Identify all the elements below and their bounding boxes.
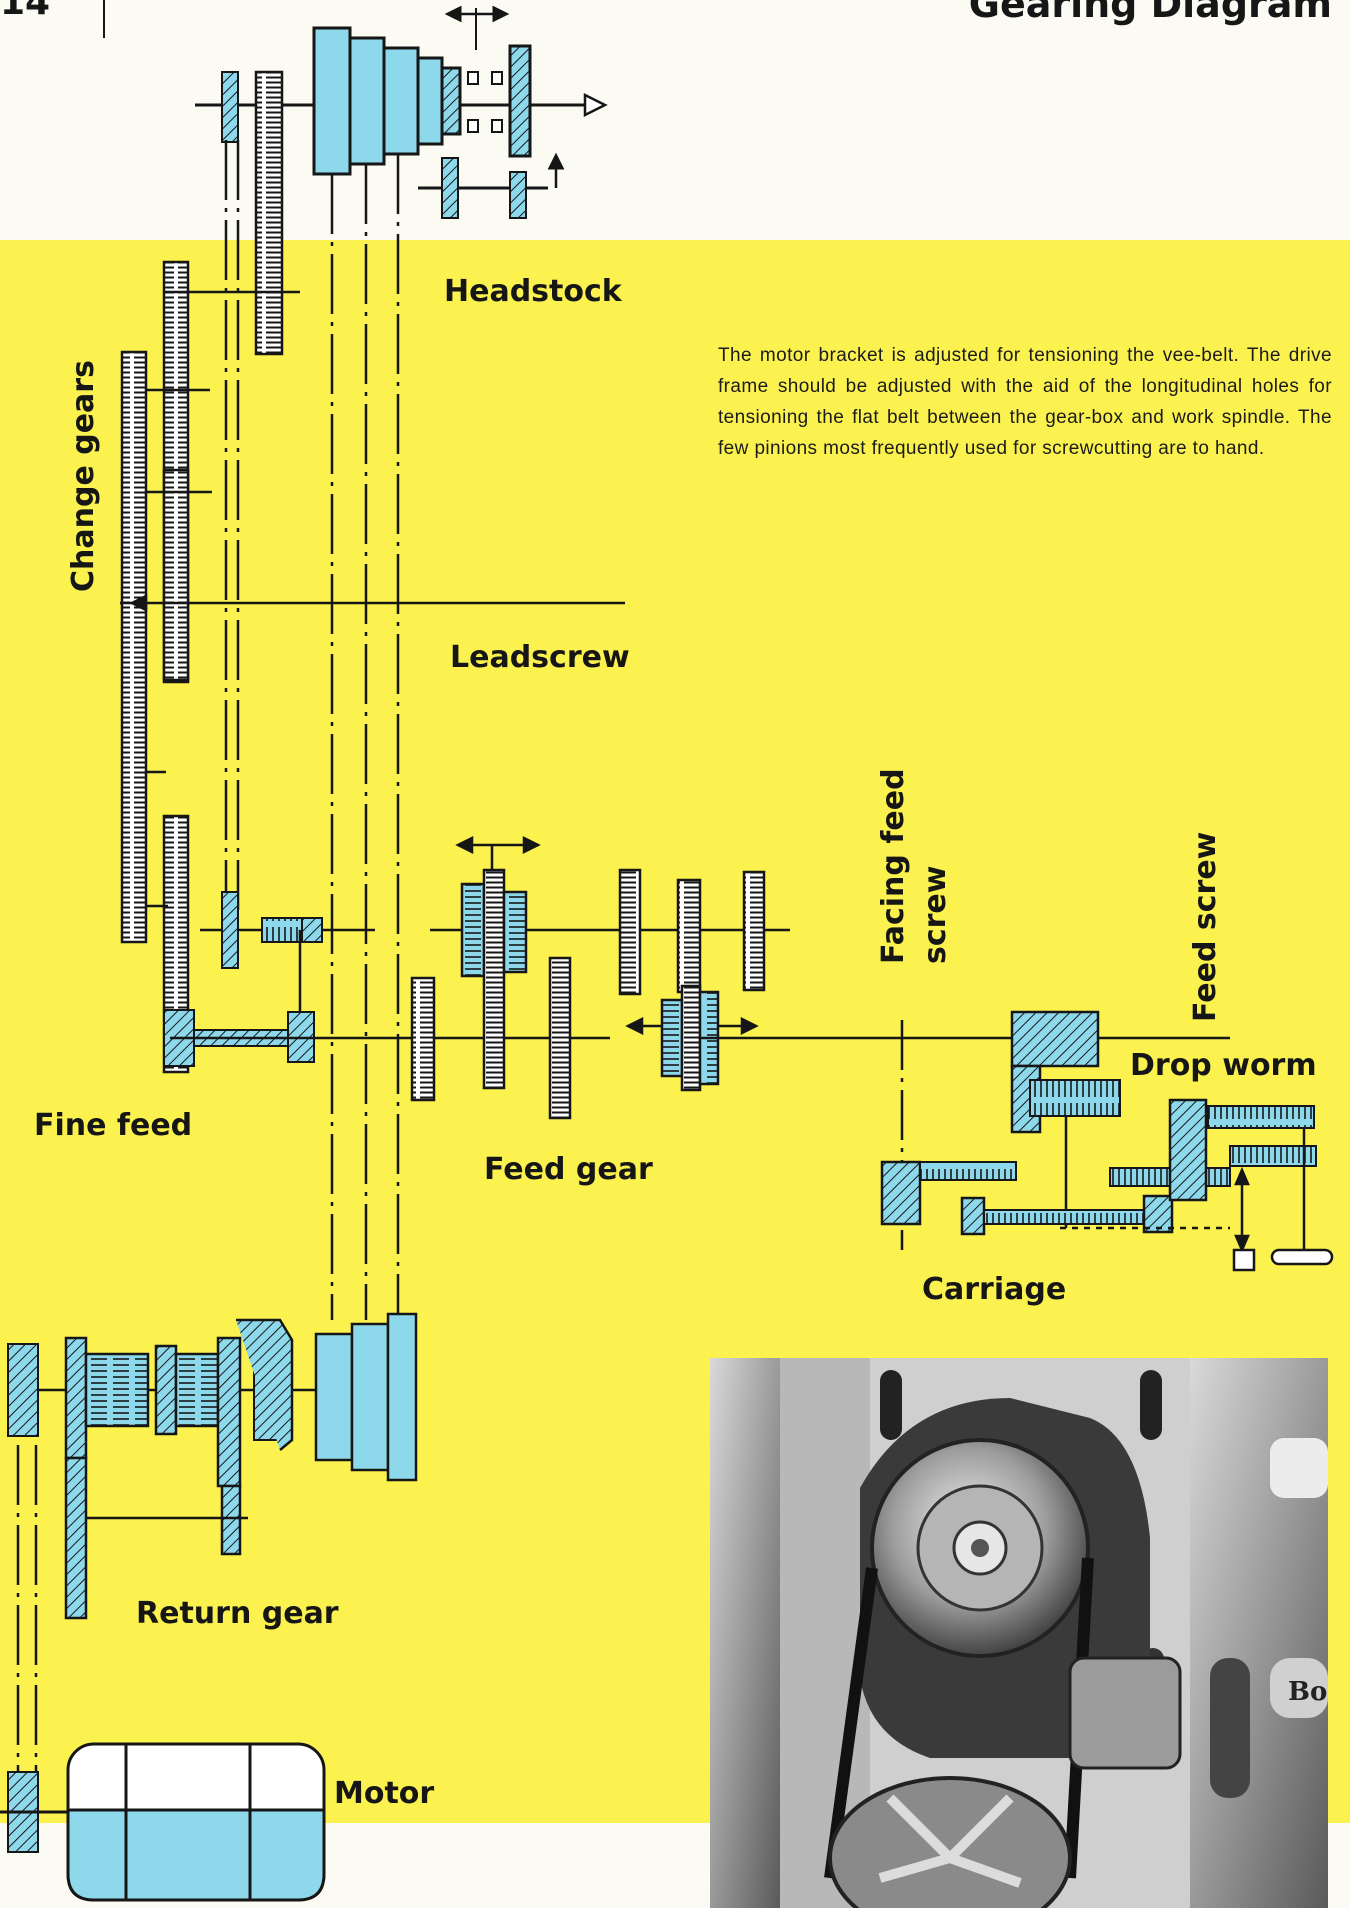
motor-assembly [0,1742,326,1902]
belt-lines [16,140,400,1780]
label-carriage: Carriage [922,1272,1067,1307]
label-facing-feed-screw-2: screw [918,865,953,965]
label-fine-feed: Fine feed [34,1108,193,1143]
label-return-gear: Return gear [136,1596,339,1631]
return-gear-assembly [7,1312,418,1620]
description-text: The motor bracket is adjusted for tensio… [718,345,1332,459]
carriage-assembly [880,1010,1334,1272]
label-motor: Motor [334,1776,435,1811]
label-change-gears: Change gears [66,360,101,592]
feed-gear-assembly [410,835,1230,1120]
page-title: Gearing Diagram [968,0,1332,26]
label-facing-feed-screw-1: Facing feed [876,768,911,964]
change-gears [120,260,625,1074]
photo-badge-text: Bo [1288,1677,1327,1707]
page-number: 14 [0,0,51,23]
label-feed-gear: Feed gear [484,1152,653,1187]
label-drop-worm: Drop worm [1130,1048,1317,1083]
label-leadscrew: Leadscrew [450,640,630,675]
fine-feed-assembly [163,891,610,1067]
motor-bracket-photo: Bo [710,1358,1328,1908]
label-headstock: Headstock [444,274,622,309]
label-feed-screw: Feed screw [1188,831,1223,1022]
